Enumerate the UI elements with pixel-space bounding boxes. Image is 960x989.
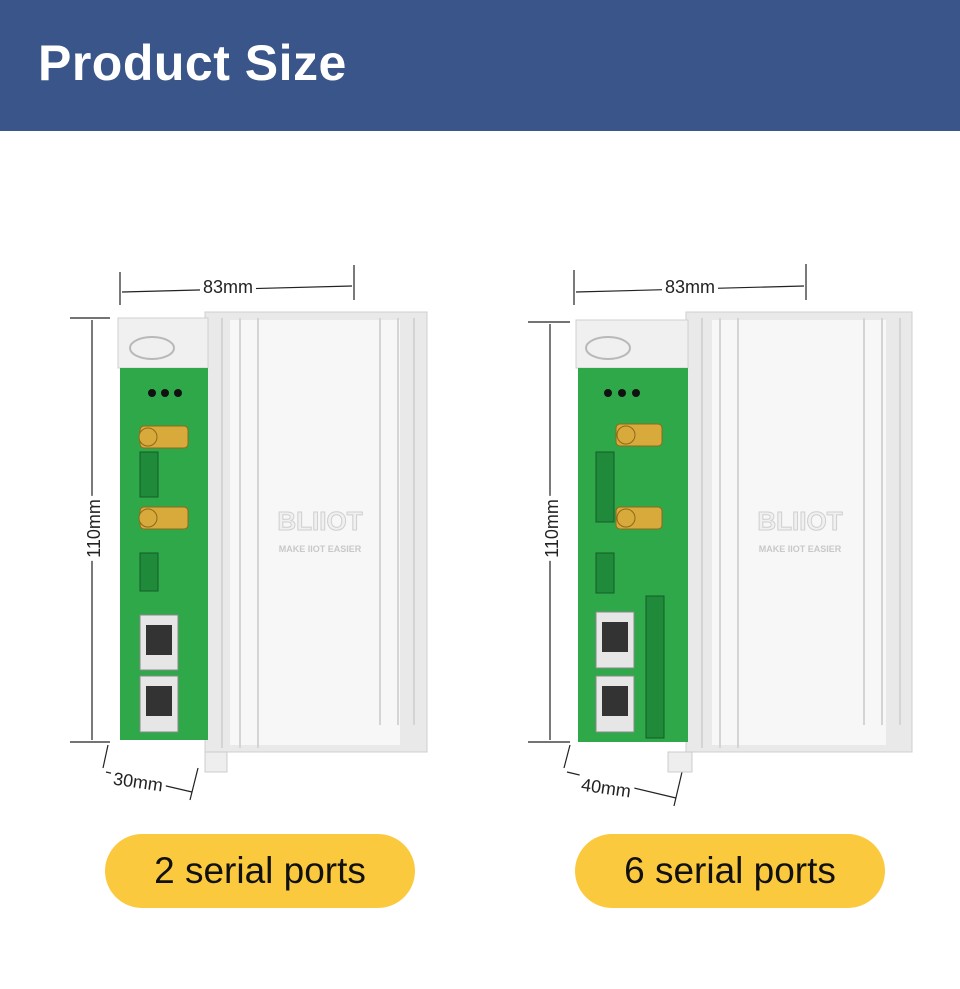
logo-text: BLIIOT bbox=[277, 506, 362, 536]
device-image-6-ports: BLIIOT MAKE IIOT EASIER bbox=[528, 264, 913, 807]
height-dimension-label: 110mm bbox=[541, 496, 563, 561]
product-card-6-ports: BLIIOT MAKE IIOT EASIER 83mm 110mm 40mm … bbox=[480, 0, 960, 989]
width-dimension-label: 83mm bbox=[662, 277, 719, 298]
slogan-text: MAKE IIOT EASIER bbox=[279, 544, 362, 554]
slogan-text: MAKE IIOT EASIER bbox=[759, 544, 842, 554]
serial-ports-badge: 2 serial ports bbox=[105, 834, 415, 908]
page-title: Product Size bbox=[38, 35, 347, 91]
height-dimension-label: 110mm bbox=[83, 496, 105, 561]
product-card-2-ports: BLIIOT MAKE IIOT EASIER 83mm 110mm 30mm … bbox=[70, 265, 428, 908]
header-banner: Product Size bbox=[0, 0, 960, 131]
logo-text: BLIIOT bbox=[757, 506, 842, 536]
serial-ports-badge: 6 serial ports bbox=[575, 834, 885, 908]
device-image-2-ports: BLIIOT MAKE IIOT EASIER bbox=[70, 265, 428, 801]
width-dimension-label: 83mm bbox=[200, 277, 257, 298]
